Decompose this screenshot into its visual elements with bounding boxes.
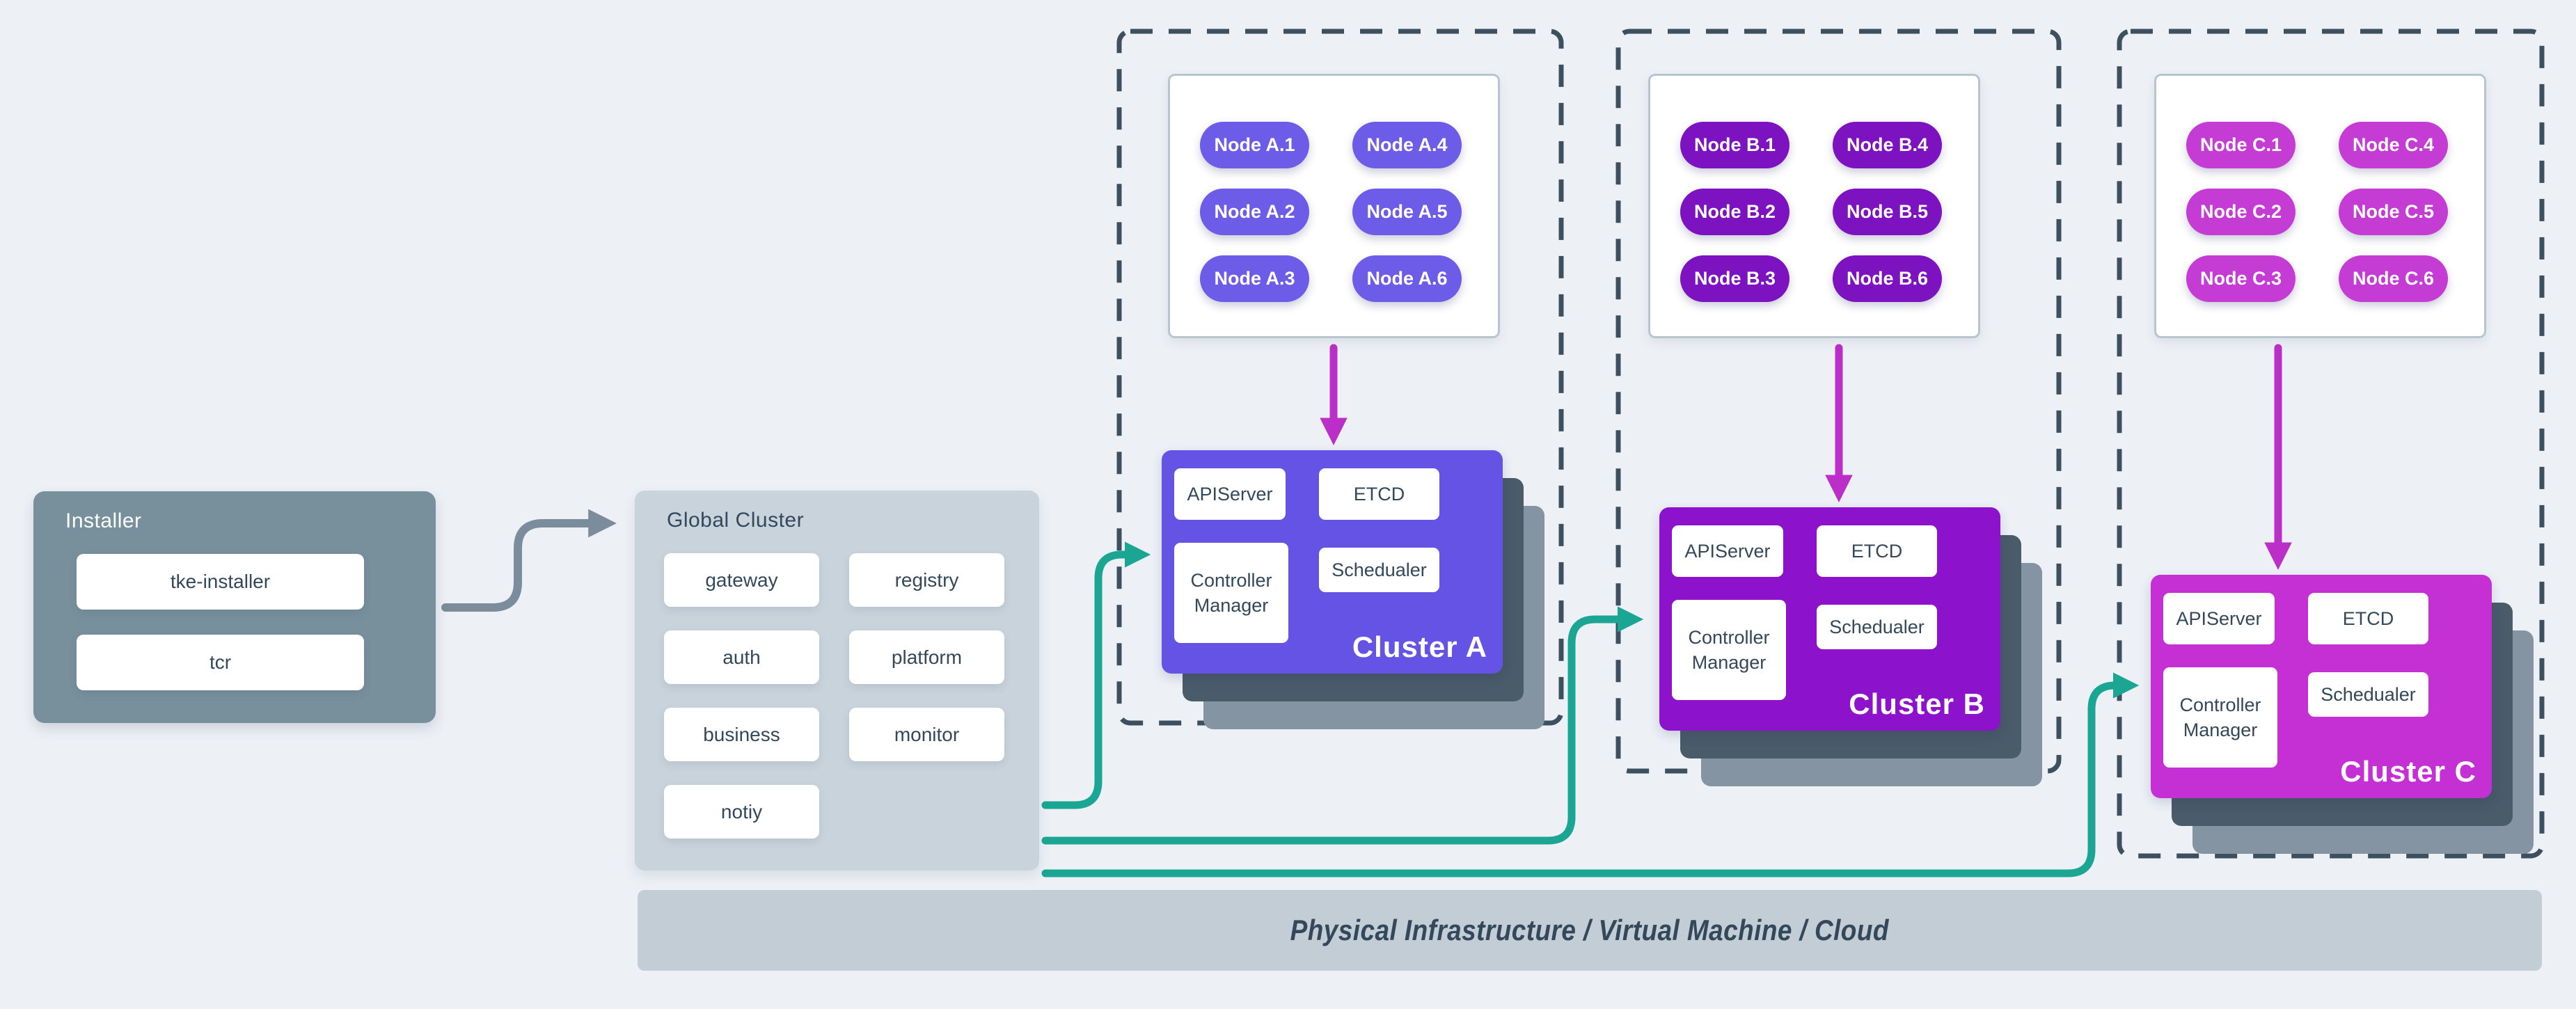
node-pill: Node A.1	[1200, 122, 1309, 168]
node-pill: Node C.6	[2339, 255, 2448, 302]
cluster-a-label: Cluster A	[1352, 630, 1487, 663]
gateway-node: gateway	[664, 553, 819, 607]
apiserver-box: APIServer	[1174, 468, 1286, 520]
installer-title: Installer	[65, 509, 142, 532]
tcr-node: tcr	[77, 635, 364, 690]
node-pill: Node B.1	[1680, 122, 1789, 168]
global-to-cluster-a-arrow	[1041, 541, 1151, 809]
cluster-b-label: Cluster B	[1849, 688, 1985, 720]
node-pill: Node A.3	[1200, 255, 1309, 302]
apiserver-box: APIServer	[2163, 593, 2275, 644]
etcd-box: ETCD	[2308, 593, 2428, 644]
node-pill: Node C.4	[2339, 122, 2448, 168]
etcd-box: ETCD	[1817, 525, 1937, 577]
scheduler-box: Schedualer	[2308, 672, 2428, 717]
infrastructure-bar: Physical Infrastructure / Virtual Machin…	[638, 890, 2542, 971]
node-pill: Node B.6	[1833, 255, 1942, 302]
node-pill: Node B.5	[1833, 189, 1942, 235]
scheduler-box: Schedualer	[1817, 605, 1937, 649]
auth-node: auth	[664, 630, 819, 684]
business-node: business	[664, 708, 819, 761]
installer-panel: Installer tke-installer tcr	[33, 491, 436, 723]
monitor-node: monitor	[849, 708, 1004, 761]
cluster-c-box: APIServer ETCD Controller Manager Schedu…	[2151, 575, 2492, 798]
controller-manager-box: Controller Manager	[1672, 600, 1786, 700]
cluster-c-node-pool: Node C.1 Node C.2 Node C.3 Node C.4 Node…	[2154, 74, 2486, 338]
etcd-box: ETCD	[1319, 468, 1439, 520]
scheduler-box: Schedualer	[1319, 548, 1439, 592]
cluster-b-box: APIServer ETCD Controller Manager Schedu…	[1659, 507, 2000, 731]
node-pill: Node B.4	[1833, 122, 1942, 168]
node-pill: Node A.4	[1352, 122, 1462, 168]
infrastructure-label: Physical Infrastructure / Virtual Machin…	[1290, 914, 1890, 946]
notiy-node: notiy	[664, 785, 819, 839]
tke-installer-node: tke-installer	[77, 554, 364, 610]
cluster-c-label: Cluster C	[2340, 755, 2476, 788]
node-pill: Node C.5	[2339, 189, 2448, 235]
platform-node: platform	[849, 630, 1004, 684]
global-cluster-title: Global Cluster	[667, 509, 805, 532]
cluster-a-box: APIServer ETCD Controller Manager Schedu…	[1162, 450, 1503, 674]
controller-manager-box: Controller Manager	[2163, 667, 2277, 768]
cluster-a-node-pool: Node A.1 Node A.2 Node A.3 Node A.4 Node…	[1168, 74, 1500, 338]
cluster-b-node-pool: Node B.1 Node B.2 Node B.3 Node B.4 Node…	[1648, 74, 1980, 338]
installer-to-global-arrow	[441, 509, 617, 612]
node-pill: Node A.2	[1200, 189, 1309, 235]
node-pill: Node A.6	[1352, 255, 1462, 302]
registry-node: registry	[849, 553, 1004, 607]
apiserver-box: APIServer	[1672, 525, 1783, 577]
node-pill: Node C.3	[2186, 255, 2296, 302]
node-pill: Node C.2	[2186, 189, 2296, 235]
node-pill: Node A.5	[1352, 189, 1462, 235]
controller-manager-box: Controller Manager	[1174, 543, 1288, 643]
node-pill: Node C.1	[2186, 122, 2296, 168]
node-pill: Node B.2	[1680, 189, 1789, 235]
global-cluster-panel: Global Cluster gateway registry auth pla…	[635, 491, 1039, 871]
node-pill: Node B.3	[1680, 255, 1789, 302]
